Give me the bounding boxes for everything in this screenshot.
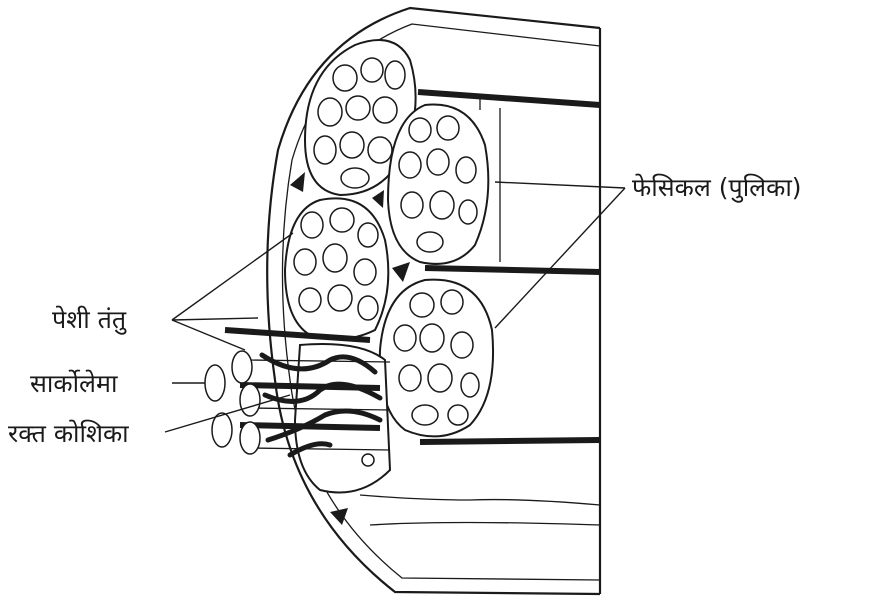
label-fascicle: फेसिकल (पुलिका) [632, 173, 802, 203]
label-muscle-fibre: पेशी तंतु [52, 305, 127, 335]
label-sarcolemma: सार्कोलेमा [30, 369, 118, 398]
fascicle-left-middle [285, 198, 388, 339]
fascicle-right-lower [380, 280, 493, 437]
label-blood-capillary: रक्त कोशिका [8, 419, 129, 448]
fascicle-right-upper [388, 105, 488, 264]
